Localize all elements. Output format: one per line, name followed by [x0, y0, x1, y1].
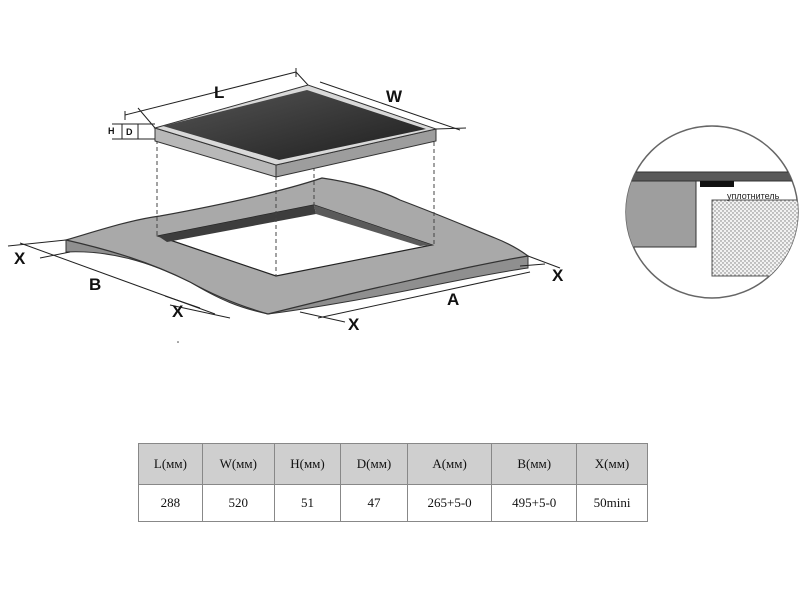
- stray-mark: [177, 341, 179, 343]
- dimension-label-D: D: [126, 127, 133, 137]
- seal-detail-view: уплотнитель: [625, 125, 799, 299]
- detail-hob-body: [626, 180, 697, 248]
- dimension-label-L: L: [214, 83, 224, 102]
- header-D: D(мм): [340, 443, 408, 485]
- header-B: B(мм): [491, 443, 578, 485]
- dimension-lines: [7, 68, 561, 323]
- dimension-label-H: H: [108, 126, 115, 136]
- cell-L: 288: [138, 484, 203, 522]
- cell-W: 520: [201, 484, 275, 522]
- hob-glass-surface: [163, 90, 426, 160]
- detail-seal-strip: [700, 181, 734, 187]
- header-H: H(мм): [273, 443, 342, 485]
- dimension-label-X-right: X: [552, 266, 564, 285]
- seal-label: уплотнитель: [727, 191, 780, 201]
- cell-D: 47: [340, 484, 408, 522]
- header-A: A(мм): [406, 443, 493, 485]
- cell-A: 265+5-0: [406, 484, 493, 522]
- header-X: X(мм): [576, 443, 648, 485]
- detail-hob-glass: [626, 171, 798, 182]
- dimension-label-B: B: [89, 275, 101, 294]
- cell-B: 495+5-0: [491, 484, 578, 522]
- detail-countertop: [711, 199, 798, 277]
- table-header-row: L(мм) W(мм) H(мм) D(мм) A(мм) B(мм) X(мм…: [138, 443, 648, 485]
- dimension-label-W: W: [386, 87, 403, 106]
- header-W: W(мм): [201, 443, 275, 485]
- header-L: L(мм): [138, 443, 203, 485]
- countertop: [63, 177, 530, 315]
- dimension-label-X-left: X: [14, 249, 26, 268]
- cell-X: 50mini: [576, 484, 648, 522]
- dimension-label-X-middle: X: [348, 315, 360, 334]
- cell-H: 51: [273, 484, 342, 522]
- dimensions-table: L(мм) W(мм) H(мм) D(мм) A(мм) B(мм) X(мм…: [138, 443, 648, 522]
- dimension-label-A: A: [447, 290, 459, 309]
- cutout-inner-wall-right: [314, 205, 432, 246]
- table-row: 288 520 51 47 265+5-0 495+5-0 50mini: [138, 484, 648, 522]
- installation-diagram: L W H D B A X X X X уплотнитель: [7, 68, 799, 343]
- dimension-label-X-bottom: X: [172, 302, 184, 321]
